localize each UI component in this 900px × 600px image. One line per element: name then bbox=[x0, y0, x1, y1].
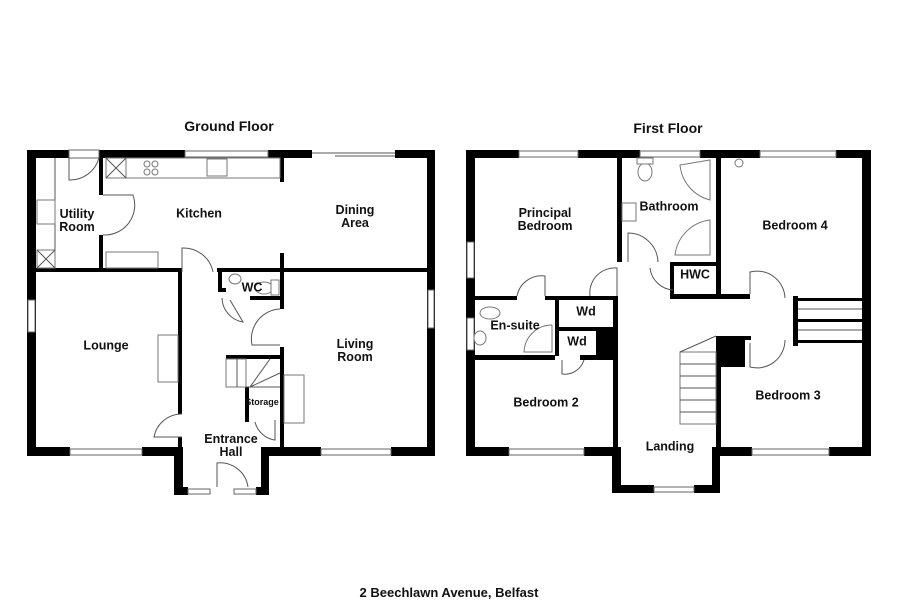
room-label-landing: Landing bbox=[645, 439, 695, 454]
room-label-utility: Utility Room bbox=[59, 207, 95, 234]
room-label-bedroom2: Bedroom 2 bbox=[513, 395, 579, 410]
room-label-bathroom: Bathroom bbox=[639, 199, 699, 214]
ground-floor-plan bbox=[27, 149, 435, 495]
room-label-dining: Dining Area bbox=[335, 203, 375, 230]
address-caption: 2 Beechlawn Avenue, Belfast bbox=[359, 585, 539, 600]
room-label-living: Living Room bbox=[336, 337, 374, 364]
first-floor-title: First Floor bbox=[633, 120, 703, 136]
room-label-ensuite: En-suite bbox=[490, 318, 540, 333]
room-label-wc: WC bbox=[241, 280, 263, 295]
first-floor-plan bbox=[466, 150, 871, 493]
room-label-hall: Entrance Hall bbox=[204, 432, 258, 459]
ground-floor-title: Ground Floor bbox=[184, 118, 274, 134]
room-label-lounge: Lounge bbox=[83, 338, 129, 353]
room-label-storage: Storage bbox=[245, 397, 279, 407]
room-label-bedroom3: Bedroom 3 bbox=[755, 388, 821, 403]
room-label-hwc: HWC bbox=[680, 267, 710, 282]
room-label-wd-lower: Wd bbox=[567, 334, 587, 349]
room-label-bedroom4: Bedroom 4 bbox=[762, 218, 828, 233]
room-label-kitchen: Kitchen bbox=[176, 206, 222, 221]
room-label-principal: Principal Bedroom bbox=[517, 206, 573, 233]
room-label-wd-upper: Wd bbox=[576, 304, 596, 319]
